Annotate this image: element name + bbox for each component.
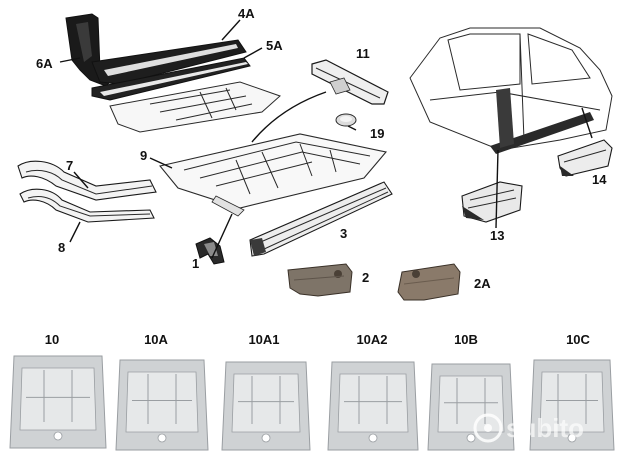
floor-panel-drain-hole [53,431,63,441]
part-sill-pillar-assembly [65,13,251,101]
part-bracket-1 [195,237,225,265]
callout-4A: 4A [238,6,255,21]
floor-panel-ribs [546,374,598,424]
part-crossmember-11 [311,59,389,105]
subito-watermark: subito [473,413,584,443]
callout-6A: 6A [36,56,53,71]
callout-13: 13 [490,228,504,243]
watermark-text: subito [506,413,584,443]
callout-1: 1 [192,256,199,271]
floor-panel-ribs [344,376,402,424]
subito-logo-icon [473,413,503,443]
floor-panel-pressing [231,373,301,433]
floor-panel-drain-hole [368,433,378,443]
floor-panel-row: 10 10A 10A1 10A2 10B 10C [9,332,615,451]
floor-panel: 10C [529,332,615,451]
floor-panel-pressing [437,375,505,433]
part-main-floor-pan-9 [159,133,388,217]
floor-panel-label: 10A [144,332,168,347]
leader-lines [59,19,593,259]
floor-panel: 10A [115,332,209,451]
callout-2A: 2A [474,276,491,291]
floor-panel-pressing [539,371,605,433]
callout-8: 8 [58,240,65,255]
callout-2: 2 [362,270,369,285]
floor-panel-pressing [125,371,199,433]
floor-panel-ribs [132,374,192,424]
leader-11 [251,91,327,143]
callout-3: 3 [340,226,347,241]
part-rear-floor-pan-upper [109,81,281,133]
floor-panel-label: 10B [454,332,478,347]
part-plug-19 [335,113,357,127]
floor-panel-label: 10A1 [248,332,279,347]
part-rail-8 [19,188,155,223]
floor-panel-label: 10A2 [356,332,387,347]
part-patch-2 [287,263,353,297]
floor-panel-label: 10C [566,332,590,347]
callout-labels: 6A 4A 5A 11 19 9 7 8 1 3 2 2A 13 14 [36,6,607,291]
floor-panel-drain-hole [567,433,577,443]
floor-panel-pressing [19,367,97,431]
floor-panel-label: 10 [45,332,59,347]
callout-9: 9 [140,148,147,163]
floor-panel-drain-hole [157,433,167,443]
floor-panel: 10B [427,332,515,451]
floor-panel-pressing [337,373,409,433]
floor-panel: 10A2 [327,332,419,451]
part-corner-14 [557,139,613,177]
part-pillar-base-13 [461,181,523,223]
floor-panel-drain-hole [466,433,476,443]
part-patch-2A [397,263,461,301]
part-sill-3 [249,181,393,257]
callout-19: 19 [370,126,384,141]
callout-7: 7 [66,158,73,173]
floor-panel: 10 [9,332,107,449]
part-car-body-shell [409,27,613,154]
callout-14: 14 [592,172,607,187]
floor-panel: 10A1 [221,332,311,451]
callout-5A: 5A [266,38,283,53]
floor-panel-drain-hole [261,433,271,443]
callout-11: 11 [356,46,370,61]
floor-panel-ribs [26,370,90,422]
part-rail-7 [17,160,157,201]
floor-panel-ribs [238,376,294,424]
